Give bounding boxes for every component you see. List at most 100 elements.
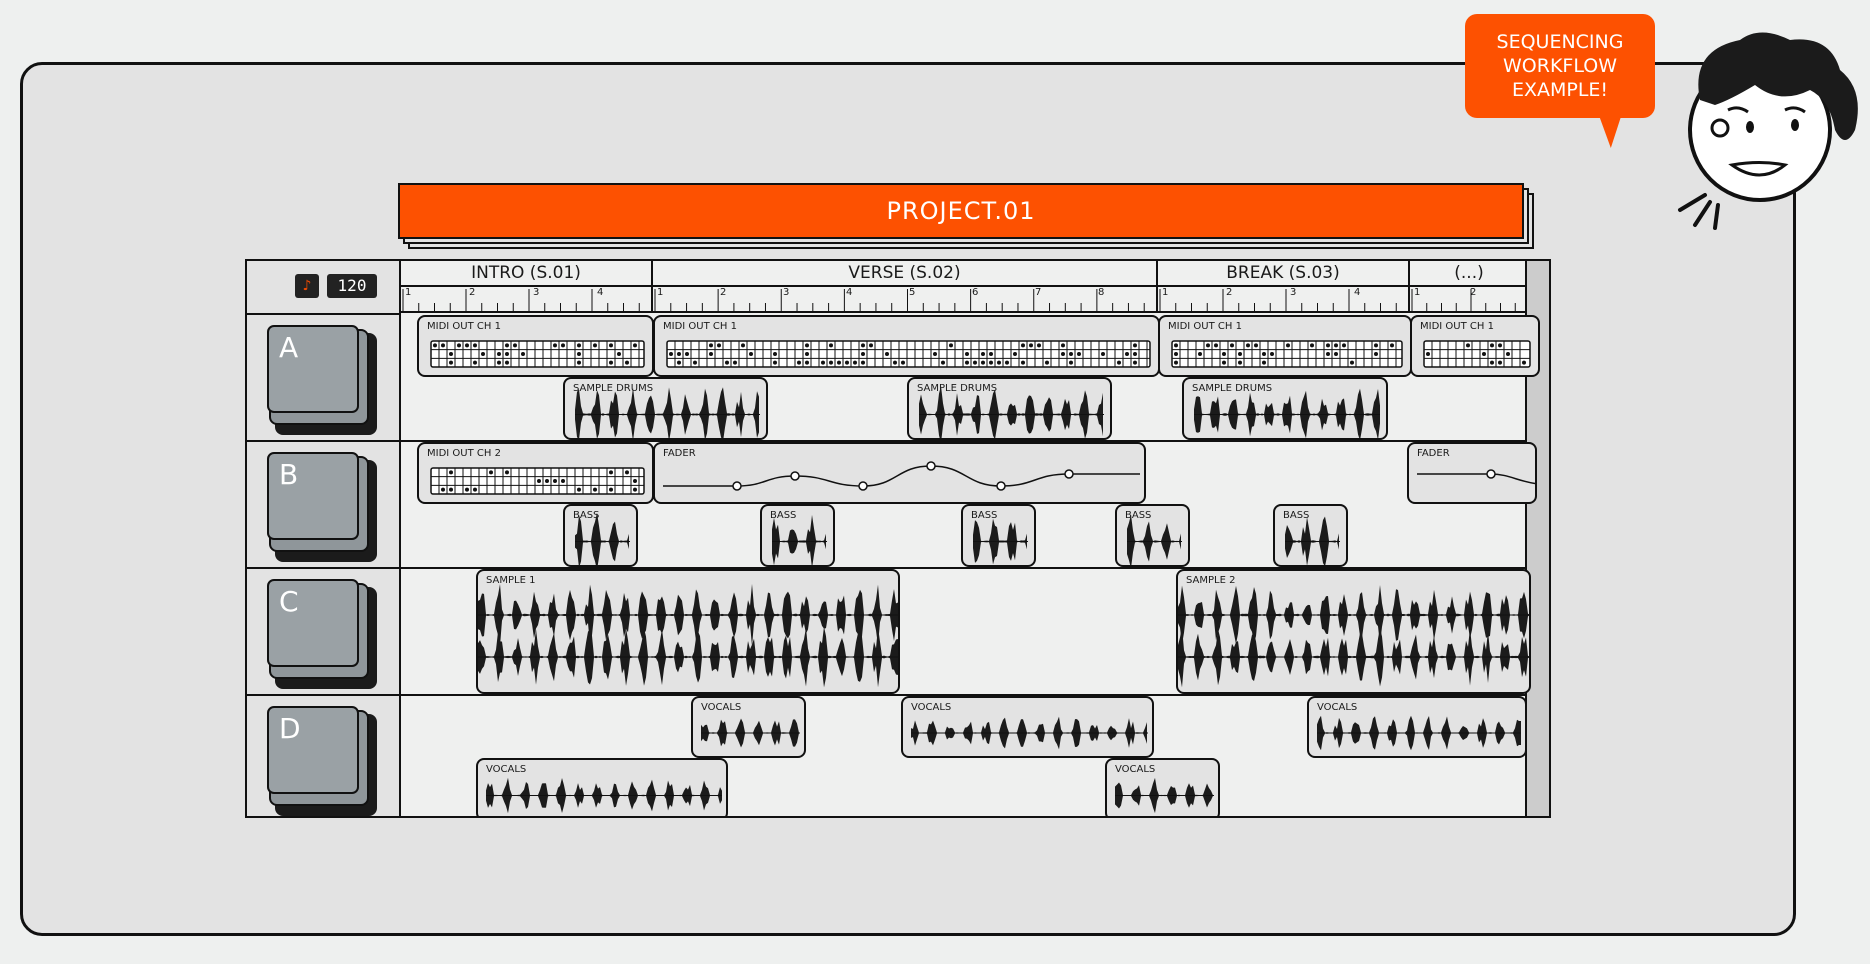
metronome-icon[interactable]: ♪ (295, 274, 319, 298)
track-b-button[interactable]: B (267, 452, 359, 540)
bar-number: 2 (720, 287, 727, 298)
clip-automation[interactable]: FADER (653, 442, 1146, 504)
bar-ruler[interactable]: 1 2 3 4 (1158, 287, 1408, 313)
bar-number: 1 (1162, 287, 1169, 298)
clip-label: BASS (573, 510, 600, 521)
bar-number: 3 (1290, 287, 1297, 298)
track-d-lane: VOCALS VOCALS VOCALS VOCALS VOCALS (401, 696, 1527, 816)
track-header-column: ♪ 120 A B C D (247, 261, 401, 816)
clip-label: MIDI OUT CH 2 (427, 448, 501, 459)
project-title-stack: PROJECT.01 (398, 183, 1534, 249)
clip-audio[interactable]: VOCALS (1307, 696, 1527, 758)
ruler-ticks (401, 289, 1527, 313)
clip-midi[interactable]: MIDI OUT CH 2 (417, 442, 654, 504)
clip-label: MIDI OUT CH 1 (1420, 321, 1494, 332)
clip-midi[interactable]: MIDI OUT CH 1 (1158, 315, 1412, 377)
clip-audio[interactable]: BASS (1115, 504, 1190, 567)
bar-number: 4 (1354, 287, 1361, 298)
clip-audio[interactable]: BASS (563, 504, 638, 567)
clip-audio[interactable]: BASS (760, 504, 835, 567)
track-d-button[interactable]: D (267, 706, 359, 794)
callout-line-1: SEQUENCING (1496, 31, 1624, 53)
clip-label: VOCALS (1317, 702, 1358, 713)
section-name: INTRO (S.01) (401, 261, 651, 287)
clip-label: VOCALS (911, 702, 952, 713)
section-more[interactable]: (...) 1 2 (1410, 261, 1528, 313)
section-name: BREAK (S.03) (1158, 261, 1408, 287)
bar-number: 1 (657, 287, 664, 298)
tempo-display[interactable]: 120 (327, 274, 377, 298)
clip-audio[interactable]: VOCALS (1105, 758, 1220, 816)
track-b-lane: MIDI OUT CH 2 FADER FADER BASS BASS BASS… (401, 442, 1537, 569)
clip-audio[interactable]: SAMPLE DRUMS (1182, 377, 1388, 440)
callout-bubble: SEQUENCING WORKFLOW EXAMPLE! (1465, 14, 1655, 118)
callout-line-3: EXAMPLE! (1511, 79, 1609, 101)
bar-number: 2 (1226, 287, 1233, 298)
clip-label: VOCALS (486, 764, 527, 775)
clip-label: MIDI OUT CH 1 (663, 321, 737, 332)
bar-number: 2 (1470, 287, 1477, 298)
clip-audio[interactable]: BASS (961, 504, 1036, 567)
bar-ruler[interactable]: 1 2 (1410, 287, 1528, 313)
bar-number: 5 (909, 287, 916, 298)
bar-ruler[interactable]: 1 2 3 4 5 6 7 8 (653, 287, 1156, 313)
track-d-header: D (247, 696, 399, 816)
sequencer-grid: ♪ 120 A B C D INTRO (S.01) 1 2 3 4 (245, 259, 1551, 818)
bar-number: 7 (1035, 287, 1042, 298)
section-name: VERSE (S.02) (653, 261, 1156, 287)
clip-automation[interactable]: FADER (1407, 442, 1537, 504)
clip-label: SAMPLE DRUMS (573, 383, 654, 394)
section-verse[interactable]: VERSE (S.02) 1 2 3 4 5 6 7 8 (653, 261, 1158, 313)
clip-audio[interactable]: VOCALS (691, 696, 806, 758)
clip-label: VOCALS (1115, 764, 1156, 775)
bar-number: 1 (1414, 287, 1421, 298)
clip-audio[interactable]: VOCALS (476, 758, 728, 816)
clip-label: VOCALS (701, 702, 742, 713)
bar-number: 2 (469, 287, 476, 298)
transport-bar: ♪ 120 (247, 261, 399, 315)
track-c-lane: SAMPLE 1 SAMPLE 2 (401, 569, 1531, 696)
track-a-button[interactable]: A (267, 325, 359, 413)
clip-midi[interactable]: MIDI OUT CH 1 (653, 315, 1160, 377)
track-a-lane: MIDI OUT CH 1 MIDI OUT CH 1 MIDI OUT CH … (401, 315, 1540, 442)
clip-label: SAMPLE DRUMS (1192, 383, 1273, 394)
bar-number: 3 (533, 287, 540, 298)
track-b-header: B (247, 442, 399, 569)
clip-audio[interactable]: SAMPLE DRUMS (907, 377, 1112, 440)
clip-audio[interactable]: BASS (1273, 504, 1348, 567)
clip-stereo[interactable]: SAMPLE 1 (476, 569, 900, 694)
track-c-header: C (247, 569, 399, 696)
clip-label: FADER (1417, 448, 1450, 459)
bar-number: 4 (597, 287, 604, 298)
clip-label: BASS (770, 510, 797, 521)
clip-stereo[interactable]: SAMPLE 2 (1176, 569, 1531, 694)
clip-label: FADER (663, 448, 696, 459)
clip-label: SAMPLE 1 (486, 575, 536, 586)
clip-audio[interactable]: SAMPLE DRUMS (563, 377, 768, 440)
clip-label: SAMPLE DRUMS (917, 383, 998, 394)
clip-audio[interactable]: VOCALS (901, 696, 1154, 758)
clip-label: SAMPLE 2 (1186, 575, 1236, 586)
clip-label: BASS (1283, 510, 1310, 521)
section-intro[interactable]: INTRO (S.01) 1 2 3 4 (401, 261, 653, 313)
clip-midi[interactable]: MIDI OUT CH 1 (1410, 315, 1540, 377)
bar-number: 3 (783, 287, 790, 298)
bar-number: 8 (1098, 287, 1105, 298)
bar-number: 6 (972, 287, 979, 298)
clip-midi[interactable]: MIDI OUT CH 1 (417, 315, 654, 377)
bar-number: 4 (846, 287, 853, 298)
clip-label: MIDI OUT CH 1 (1168, 321, 1242, 332)
clip-label: BASS (971, 510, 998, 521)
section-name: (...) (1410, 261, 1528, 287)
clip-label: BASS (1125, 510, 1152, 521)
character-illustration (1678, 32, 1858, 230)
bar-ruler[interactable]: 1 2 3 4 (401, 287, 651, 313)
track-a-header: A (247, 315, 399, 442)
track-c-button[interactable]: C (267, 579, 359, 667)
callout-line-2: WORKFLOW (1503, 55, 1617, 77)
section-header-bar: INTRO (S.01) 1 2 3 4 VERSE (S.02) 1 2 3 … (401, 261, 1549, 313)
project-title[interactable]: PROJECT.01 (398, 183, 1524, 239)
section-break[interactable]: BREAK (S.03) 1 2 3 4 (1158, 261, 1410, 313)
bar-number: 1 (405, 287, 412, 298)
clip-label: MIDI OUT CH 1 (427, 321, 501, 332)
